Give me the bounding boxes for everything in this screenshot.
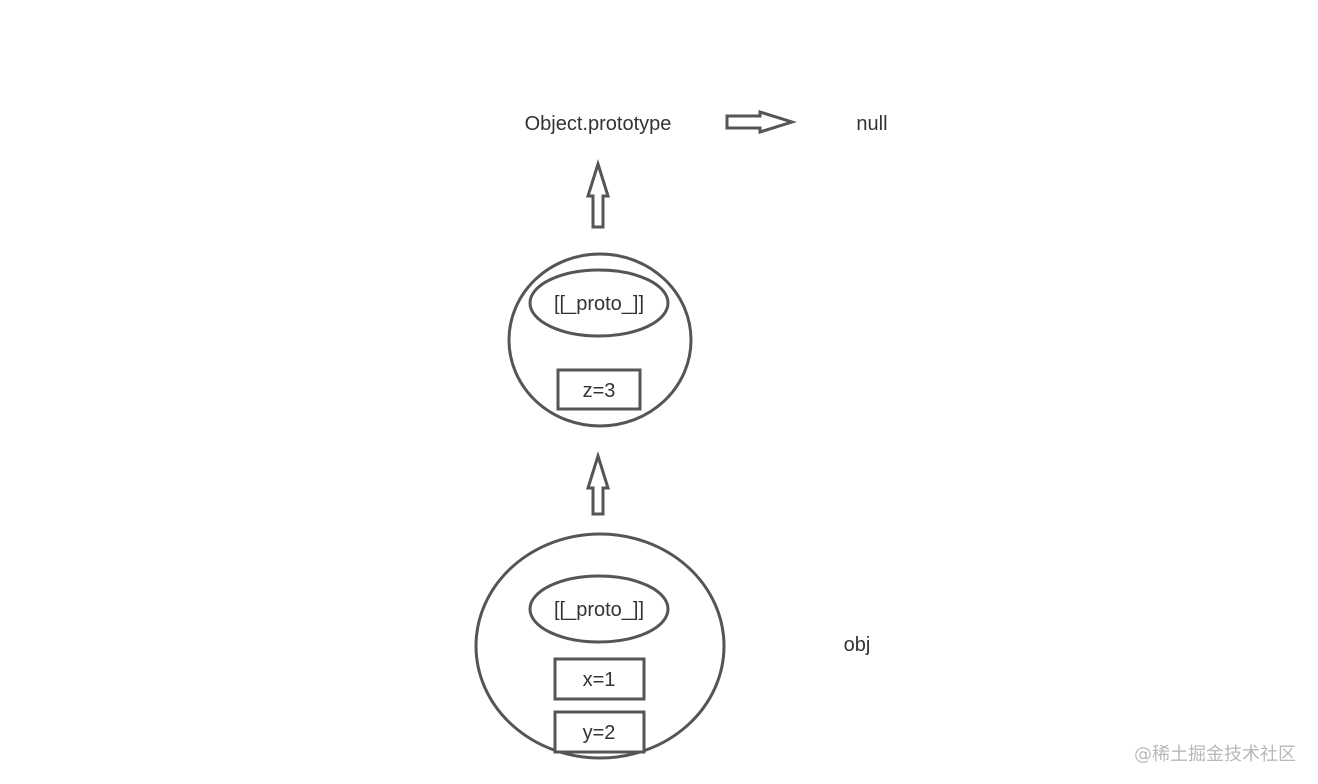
property-box-x: [553, 657, 646, 701]
prototype-object: [[_proto_]] z=3: [507, 252, 693, 428]
obj-proto-slot-label: [[_proto_]]: [554, 599, 644, 621]
obj-proto-slot: [528, 574, 670, 644]
prototype-proto-slot-label: [[_proto_]]: [554, 293, 644, 315]
up-arrow-to-prototype-object: [585, 450, 611, 516]
property-label-z: z=3: [583, 380, 616, 402]
property-label-x: x=1: [583, 669, 616, 691]
property-box-y: [553, 710, 646, 754]
obj-object-outline: [474, 532, 726, 760]
watermark: @稀土掘金技术社区: [1134, 744, 1296, 765]
prototype-proto-slot: [528, 268, 670, 338]
obj-object: [[_proto_]] x=1 y=2: [474, 532, 726, 760]
right-arrow-to-null: [725, 109, 798, 135]
property-label-y: y=2: [583, 722, 616, 744]
property-box-z: [556, 368, 642, 411]
null-label: null: [856, 113, 887, 135]
up-arrow-to-object-prototype: [585, 158, 611, 229]
obj-label: obj: [844, 634, 871, 656]
object-prototype-label: Object.prototype: [525, 113, 672, 135]
